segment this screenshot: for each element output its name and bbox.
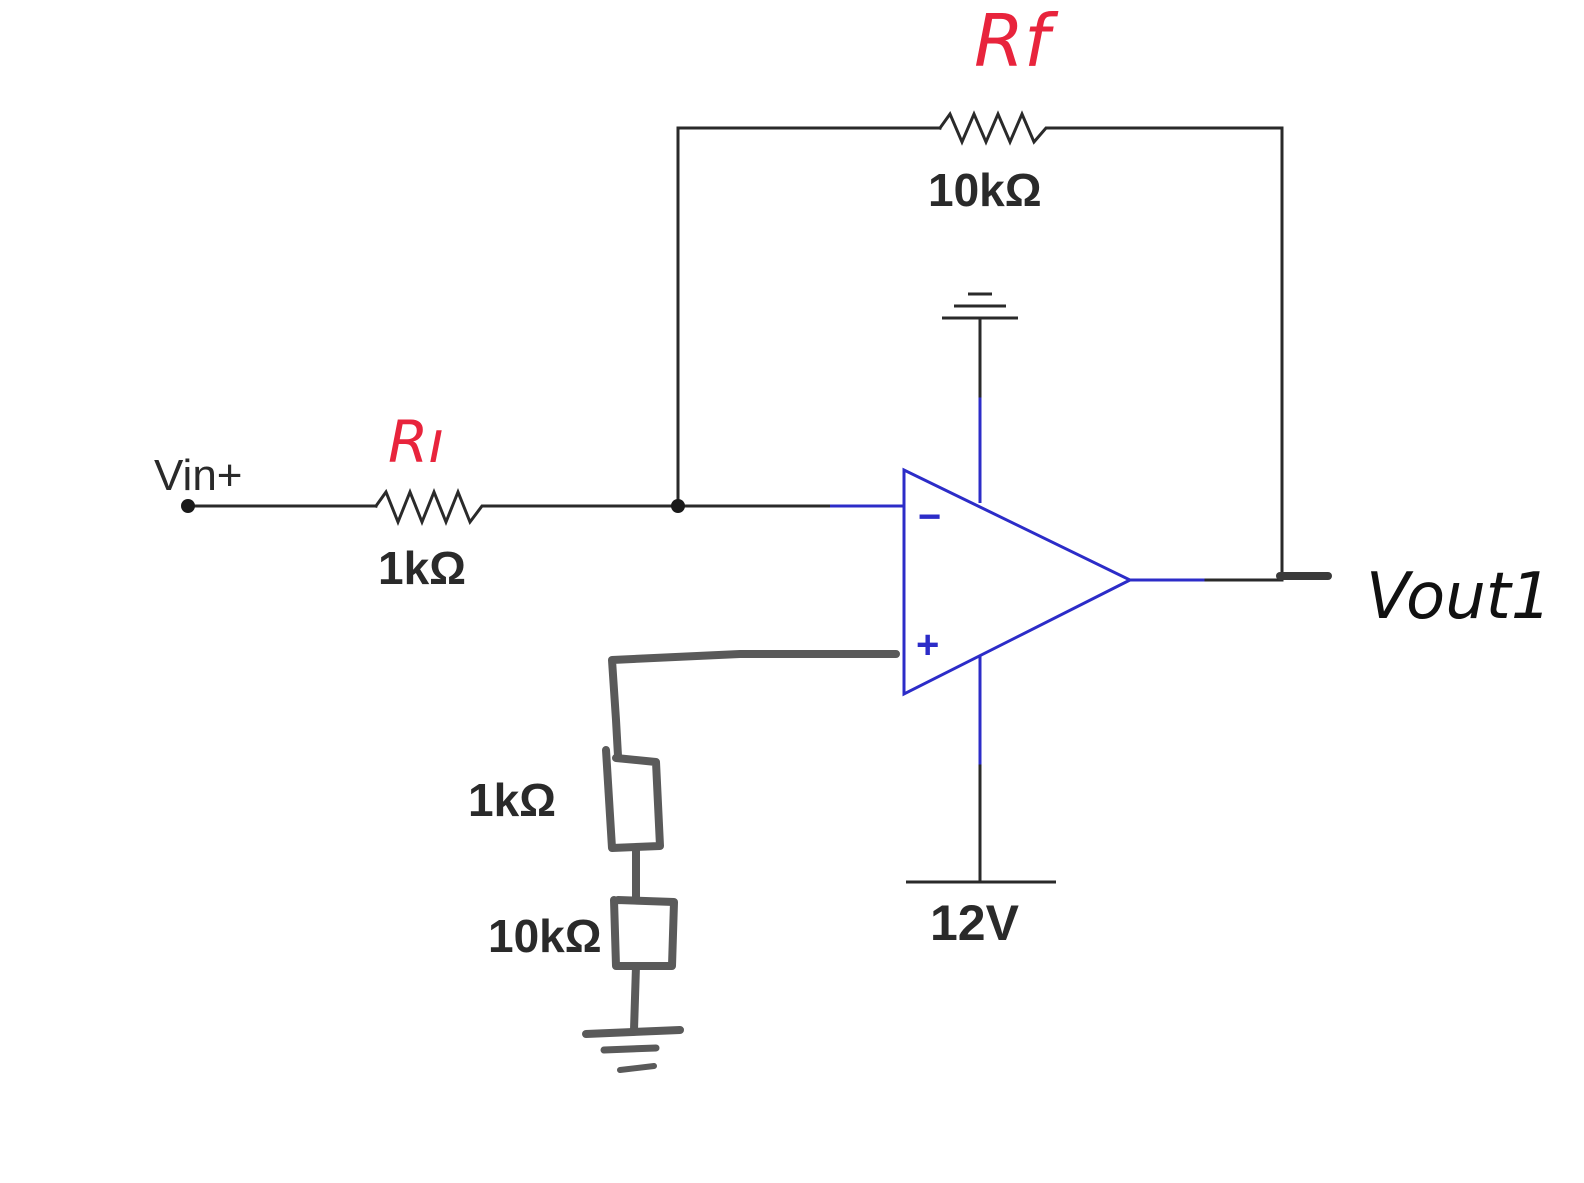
r1-handwritten-label: Rı	[388, 408, 444, 476]
r1-resistor	[373, 487, 490, 527]
r-pos-top-resistor	[602, 746, 664, 852]
rf-value-label: 10kΩ	[928, 164, 1042, 216]
supply-label: 12V	[930, 895, 1020, 951]
r-pos-bottom-value-label: 10kΩ	[488, 910, 602, 962]
r-pos-ground-lead	[630, 962, 640, 1034]
noninverting-input-wire	[608, 650, 900, 760]
vout-handwritten-label: Vout1	[1366, 560, 1552, 634]
r1-value-label: 1kΩ	[378, 542, 466, 594]
r-pos-bottom-resistor	[610, 896, 678, 970]
rf-handwritten-label: Rf	[974, 0, 1059, 83]
top-ground-icon	[942, 292, 1018, 320]
rf-resistor	[937, 110, 1054, 146]
feedback-wire-right	[1050, 126, 1284, 580]
vin-label: Vin+	[154, 451, 243, 500]
junction-node	[671, 499, 685, 513]
vin-node[interactable]	[181, 499, 195, 513]
feedback-wire-left	[676, 126, 942, 508]
hand-ground-icon	[582, 1026, 684, 1073]
noninverting-sign: +	[916, 623, 939, 667]
inverting-sign: −	[918, 495, 941, 539]
r-pos-top-value-label: 1kΩ	[468, 774, 556, 826]
opamp-triangle	[902, 467, 1134, 697]
